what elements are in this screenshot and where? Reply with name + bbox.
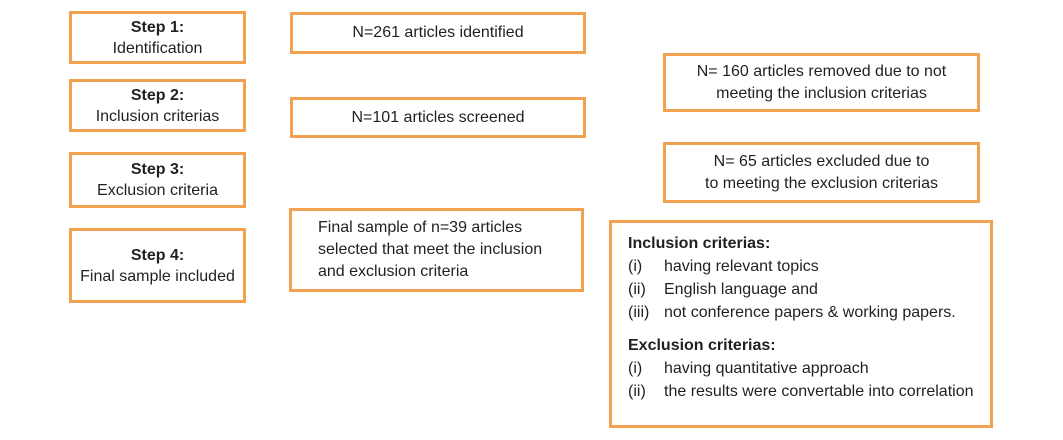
exclusion-item-2: (ii) the results were convertable into c… <box>628 380 982 403</box>
final-sample-line-2: selected that meet the inclusion <box>318 241 543 258</box>
exclusion-item-1-label: (i) <box>628 360 643 377</box>
inclusion-item-1-text: having relevant topics <box>664 258 819 275</box>
step1-box: Step 1: Identification <box>69 11 246 64</box>
step3-title: Step 3: <box>130 161 185 178</box>
inclusion-item-2-text: English language and <box>664 281 818 298</box>
step1-title: Step 1: <box>130 18 185 36</box>
exclusion-item-2-label: (ii) <box>628 383 646 400</box>
step3-box: Step 3: Exclusion criteria <box>69 152 246 208</box>
final-sample-line-1: Final sample of n=39 articles <box>318 219 523 236</box>
step1-subtitle: Identification <box>112 39 203 57</box>
articles-excluded-line-2: to meeting the exclusion criterias <box>705 174 938 192</box>
articles-removed-line-1: N= 160 articles removed due to not <box>696 62 947 80</box>
inclusion-item-1: (i) having relevant topics <box>628 255 982 278</box>
inclusion-item-3: (iii) not conference papers & working pa… <box>628 301 982 324</box>
final-sample-box: Final sample of n=39 articles selected t… <box>289 208 584 292</box>
inclusion-item-3-label: (iii) <box>628 304 650 321</box>
articles-removed-box: N= 160 articles removed due to not meeti… <box>663 53 980 112</box>
inclusion-criteria-heading: Inclusion criterias: <box>628 235 771 252</box>
step2-subtitle: Inclusion criterias <box>95 107 220 125</box>
exclusion-item-1-text: having quantitative approach <box>664 360 869 377</box>
exclusion-item-2-text: the results were convertable into correl… <box>664 383 974 400</box>
articles-screened-box: N=101 articles screened <box>290 97 586 138</box>
articles-identified-box: N=261 articles identified <box>290 12 586 54</box>
inclusion-item-2: (ii) English language and <box>628 278 982 301</box>
inclusion-item-2-label: (ii) <box>628 281 646 298</box>
step4-subtitle: Final sample included <box>80 267 235 285</box>
articles-excluded-box: N= 65 articles excluded due to to meetin… <box>663 142 980 203</box>
step2-box: Step 2: Inclusion criterias <box>69 79 246 132</box>
step4-box: Step 4: Final sample included <box>69 228 246 303</box>
exclusion-criteria-heading: Exclusion criterias: <box>628 337 776 354</box>
exclusion-item-1: (i) having quantitative approach <box>628 357 982 380</box>
articles-screened-text: N=101 articles screened <box>351 108 525 126</box>
step4-title: Step 4: <box>130 246 185 264</box>
articles-excluded-line-1: N= 65 articles excluded due to <box>713 152 930 170</box>
step3-subtitle: Exclusion criteria <box>97 182 218 199</box>
inclusion-item-3-text: not conference papers & working papers. <box>664 304 956 321</box>
articles-identified-text: N=261 articles identified <box>352 24 524 41</box>
criteria-box: Inclusion criterias: (i) having relevant… <box>609 220 993 428</box>
step2-title: Step 2: <box>130 86 185 104</box>
articles-removed-line-2: meeting the inclusion criterias <box>716 84 927 102</box>
final-sample-line-3: and exclusion criteria <box>318 263 469 280</box>
inclusion-item-1-label: (i) <box>628 258 643 275</box>
